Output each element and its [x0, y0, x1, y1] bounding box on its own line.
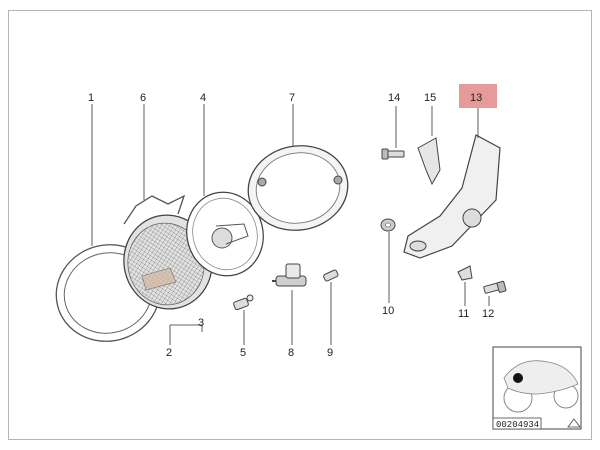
callout-5: 5 [240, 347, 246, 359]
callout-12: 12 [482, 308, 494, 320]
callout-15: 15 [424, 92, 436, 104]
callout-3: 3 [198, 317, 204, 329]
part-13-mounting-bracket [403, 134, 501, 259]
reference-number: 00204934 [496, 420, 539, 430]
callout-6: 6 [140, 92, 146, 104]
part-5-parking-bulb [233, 294, 254, 311]
part-6-spring-clip [123, 194, 186, 225]
callout-8: 8 [288, 347, 294, 359]
part-4-reflector [186, 191, 264, 277]
part-15-bracket-clip [417, 137, 441, 186]
part-9-small-bulb [323, 269, 339, 282]
callout-1: 1 [88, 92, 94, 104]
callout-7: 7 [289, 92, 295, 104]
part-10-washer [380, 218, 396, 232]
headlight-location-marker [513, 373, 523, 383]
leader-lines [91, 104, 490, 345]
callout-11: 11 [458, 308, 469, 320]
corner-triangle-icon [567, 418, 581, 428]
callout-10: 10 [382, 305, 394, 317]
callout-13: 13 [470, 92, 482, 104]
callout-4: 4 [200, 92, 206, 104]
callout-2: 2 [166, 347, 172, 359]
part-7-headlight-shell [247, 145, 349, 231]
callout-13-highlight [459, 84, 497, 108]
diagram-frame [8, 10, 592, 440]
motorcycle-inset-thumbnail: 00204934 [492, 346, 582, 430]
part-14-screw [381, 148, 405, 160]
callout-9: 9 [327, 347, 333, 359]
part-8-main-bulb [272, 263, 307, 287]
part-12-bolt [483, 280, 507, 294]
callout-14: 14 [388, 92, 400, 104]
part-11-nut [457, 265, 473, 281]
